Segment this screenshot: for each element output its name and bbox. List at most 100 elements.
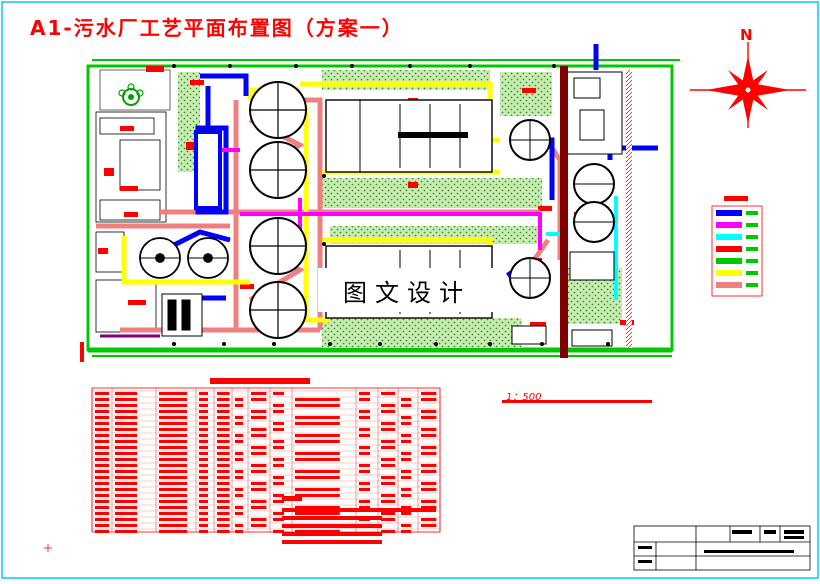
table-cell-mark <box>115 506 137 509</box>
table-cell-mark <box>295 404 340 407</box>
table-cell-mark <box>251 500 267 503</box>
table-cell-mark <box>295 494 340 497</box>
table-cell-mark <box>217 446 230 449</box>
table-cell-mark <box>115 470 137 473</box>
table-cell-mark <box>273 518 284 521</box>
table-cell-mark <box>235 470 243 473</box>
table-cell-mark <box>199 434 208 437</box>
table-cell-mark <box>401 404 411 407</box>
table-cell-mark <box>159 494 187 497</box>
table-cell-mark <box>217 518 230 521</box>
table-cell-mark <box>235 488 243 491</box>
table-cell-mark <box>159 458 187 461</box>
table-cell-mark <box>381 500 395 503</box>
table-cells <box>95 392 437 533</box>
table-cell-mark <box>199 518 208 521</box>
table-cell-mark <box>295 530 340 533</box>
drawing-title: A1-污水厂工艺平面布置图（方案一） <box>30 16 404 40</box>
clarifier-spokes <box>250 82 306 338</box>
table-cell-mark <box>199 428 208 431</box>
table-cell-mark <box>159 440 187 443</box>
table-cell-mark <box>217 392 230 395</box>
admin-buildings <box>95 111 167 333</box>
table-cell-mark <box>381 518 395 521</box>
table-cell-mark <box>359 398 370 401</box>
table-cell-mark <box>159 530 187 533</box>
table-cell-mark <box>199 512 208 515</box>
table-cell-mark <box>381 446 395 449</box>
table-cell-mark <box>199 458 208 461</box>
table-cell-mark <box>115 530 137 533</box>
table-cell-mark <box>95 452 109 455</box>
watermark: 图文设计 <box>318 268 496 312</box>
legend-swatch <box>716 270 742 276</box>
legend-swatch <box>716 258 742 264</box>
table-cell-mark <box>199 446 208 449</box>
scale-note: 1：500 <box>506 392 542 403</box>
table-cell-mark <box>217 422 230 425</box>
compass-rose-icon <box>690 42 806 128</box>
table-cell-mark <box>217 488 230 491</box>
table-cell-mark <box>273 392 284 395</box>
table-cell-mark <box>251 482 267 485</box>
table-cell-mark <box>421 452 437 455</box>
table-cell-mark <box>217 524 230 527</box>
table-cell-mark <box>95 482 109 485</box>
table-cell-mark <box>273 428 284 431</box>
legend-swatch <box>716 282 742 288</box>
table-cell-mark <box>95 518 109 521</box>
table-cell-mark <box>95 428 109 431</box>
table-cell-mark <box>273 482 284 485</box>
legend-text-mark <box>746 247 758 251</box>
table-cell-mark <box>115 524 137 527</box>
table-cell-mark <box>381 422 395 425</box>
table-cell-mark <box>295 416 340 419</box>
table-cell-mark <box>273 476 284 479</box>
table-cell-mark <box>401 470 411 473</box>
table-cell-mark <box>199 530 208 533</box>
table-cell-mark <box>217 506 230 509</box>
table-cell-mark <box>235 506 243 509</box>
table-cell-mark <box>217 398 230 401</box>
table-cell-mark <box>295 434 340 437</box>
table-cell-mark <box>295 470 340 473</box>
table-cell-mark <box>421 416 437 419</box>
table-cell-mark <box>115 446 137 449</box>
table-cell-mark <box>217 458 230 461</box>
table-cell-mark <box>199 506 208 509</box>
table-cell-mark <box>199 494 208 497</box>
table-cell-mark <box>235 458 243 461</box>
table-cell-mark <box>295 476 340 479</box>
table-cell-mark <box>199 488 208 491</box>
table-cell-mark <box>95 404 109 407</box>
table-cell-mark <box>251 470 267 473</box>
table-cell-mark <box>251 524 267 527</box>
table-cell-mark <box>199 476 208 479</box>
legend-swatch <box>716 222 742 228</box>
table-cell-mark <box>199 416 208 419</box>
table-cell-mark <box>217 434 230 437</box>
title-block <box>633 525 811 571</box>
table-cell-mark <box>217 476 230 479</box>
table-cell-mark <box>235 452 243 455</box>
table-cell-mark <box>295 512 340 515</box>
table-cell-mark <box>95 422 109 425</box>
table-cell-mark <box>235 422 243 425</box>
table-cell-mark <box>115 518 137 521</box>
table-cell-mark <box>421 392 437 395</box>
tree-icon <box>118 83 144 106</box>
table-cell-mark <box>159 392 187 395</box>
table-cell-mark <box>421 518 437 521</box>
table-cell-mark <box>95 506 109 509</box>
table-cell-mark <box>381 464 395 467</box>
table-cell-mark <box>199 410 208 413</box>
legend-swatch <box>716 210 742 216</box>
table-cell-mark <box>235 476 243 479</box>
table-cell-mark <box>381 530 395 533</box>
table-cell-mark <box>401 494 411 497</box>
table-cell-mark <box>359 470 370 473</box>
table-cell-mark <box>359 392 370 395</box>
table-cell-mark <box>401 398 411 401</box>
table-cell-mark <box>217 530 230 533</box>
table-cell-mark <box>359 506 370 509</box>
